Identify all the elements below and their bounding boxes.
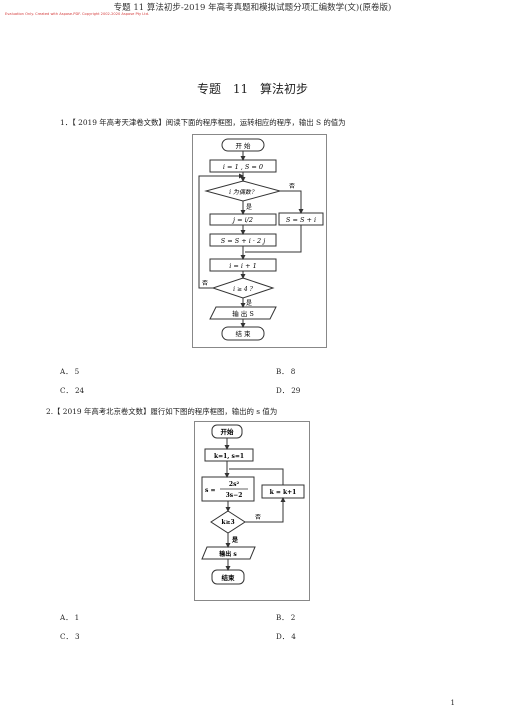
question-2-option-d: D． 4 — [276, 632, 296, 641]
flowchart-2-denominator: 3s−2 — [226, 492, 243, 499]
flowchart-1-yes-2-label: 是 — [246, 300, 252, 307]
question-1-option-d: D． 29 — [276, 386, 301, 395]
page-number: 1 — [450, 699, 455, 707]
question-1-text: 1．【 2019 年高考天津卷文数】阅读下面的程序框图，运转相应的程序，输出 S… — [60, 118, 346, 127]
question-2-text: 2.【 2019 年高考北京卷文数】履行如下图的程序框图，输出的 s 值为 — [46, 407, 278, 416]
question-1-option-a: A． 5 — [60, 367, 80, 376]
flowchart-1-init-label: i = 1 , S = 0 — [223, 163, 263, 171]
question-2-flowchart: 开始 k=1, s=1 s = 2s² 3s−2 k = k+1 k≥3 否 是… — [194, 421, 310, 601]
flowchart-2-increment-label: k = k+1 — [270, 489, 297, 496]
flowchart-2-decision-label: k≥3 — [221, 519, 234, 526]
question-1-flowchart: 开 始 i = 1 , S = 0 i 为偶数？ 否 是 j = i/2 S =… — [192, 134, 327, 348]
question-2-option-b: B． 2 — [276, 613, 296, 622]
flowchart-2-diagram: 开始 k=1, s=1 s = 2s² 3s−2 k = k+1 k≥3 否 是… — [201, 424, 305, 585]
flowchart-2-no-label: 否 — [255, 514, 261, 521]
question-1-option-b: B． 8 — [276, 367, 296, 376]
flowchart-1-output-node — [209, 306, 277, 320]
flowchart-1-no-2-label: 否 — [202, 280, 208, 287]
flowchart-1-j-label: j = i/2 — [231, 216, 253, 224]
flowchart-2-yes-label: 是 — [231, 536, 239, 544]
flowchart-1-end-label: 结 束 — [235, 329, 251, 338]
flowchart-1-start-label: 开 始 — [235, 141, 251, 150]
flowchart-1-diagram: 开 始 i = 1 , S = 0 i 为偶数？ 否 是 j = i/2 S =… — [198, 138, 324, 341]
flowchart-1-increment-label: i = i + 1 — [229, 262, 256, 270]
flowchart-1-no-label: 否 — [289, 183, 295, 190]
flowchart-1-s-update-label: S = S + i · 2 j — [221, 237, 266, 245]
flowchart-1-even-label: i 为偶数？ — [229, 188, 257, 196]
flowchart-1-yes-label: 是 — [246, 204, 252, 211]
watermark: Evaluation Only. Created with Aspose.PDF… — [5, 12, 150, 16]
flowchart-2-start-label: 开始 — [221, 427, 235, 436]
flowchart-2-init-label: k=1, s=1 — [214, 453, 244, 460]
flowchart-1-output-label: 输 出 S — [232, 309, 254, 318]
flowchart-2-numerator: 2s² — [229, 481, 240, 488]
flowchart-1-loop-label: i ≥ 4 ? — [233, 286, 253, 293]
flowchart-2-assign-label: s = — [205, 487, 216, 494]
question-2-option-c: C． 3 — [60, 632, 80, 641]
question-2-option-a: A． 1 — [60, 613, 80, 622]
flowchart-2-output-node — [201, 546, 256, 560]
flowchart-2-output-label: 输出 s — [219, 550, 237, 558]
question-1-option-c: C． 24 — [60, 386, 85, 395]
section-title: 专题 11 算法初步 — [197, 82, 308, 96]
running-header: 专题 11 算法初步-2019 年高考真题和模拟试题分项汇编数学(文)(原卷版) — [113, 3, 392, 13]
flowchart-1-sum-label: S = S + i — [286, 216, 316, 224]
flowchart-2-end-label: 结束 — [222, 573, 236, 582]
